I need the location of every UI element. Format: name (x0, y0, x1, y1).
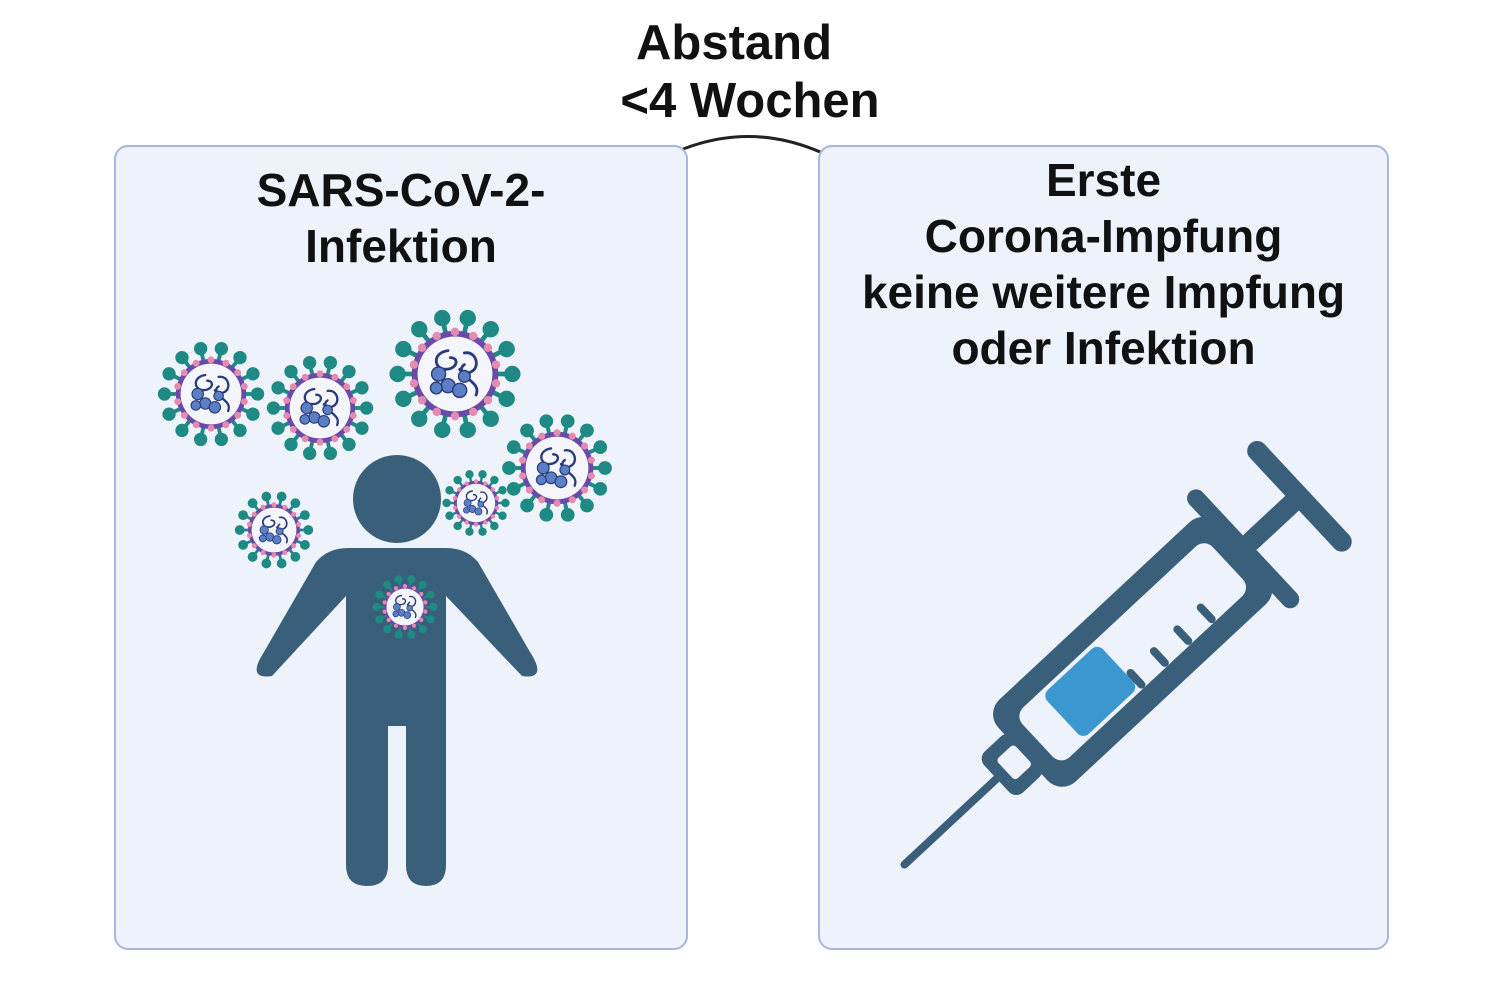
virus-icon (155, 340, 267, 448)
syringe-icon (900, 440, 1352, 869)
interval-label: Abstand <4 Wochen (560, 14, 940, 130)
infection-panel: SARS-CoV-2- Infektion (114, 145, 688, 950)
infection-title-line2: Infektion (305, 220, 497, 272)
interval-label-line2: <4 Wochen (620, 74, 880, 128)
person-icon (256, 455, 538, 886)
vaccination-title-line3: keine weitere Impfung (861, 266, 1346, 318)
interval-label-line1: Abstand (636, 16, 832, 70)
virus-icon (389, 310, 520, 438)
virus-icon (500, 412, 614, 524)
vaccination-title-line1: Erste (1045, 154, 1162, 206)
vaccination-title-line4: oder Infektion (951, 322, 1256, 374)
vaccination-title: Erste Corona-Impfung keine weitere Impfu… (820, 152, 1387, 376)
vaccination-panel: Erste Corona-Impfung keine weitere Impfu… (818, 145, 1389, 950)
virus-icon (264, 354, 376, 462)
virus-icon (441, 468, 511, 538)
virus-icon (233, 490, 315, 570)
vaccination-title-line2: Corona-Impfung (924, 210, 1283, 262)
infection-title-line1: SARS-CoV-2- (256, 164, 546, 216)
infection-title: SARS-CoV-2- Infektion (116, 162, 686, 274)
